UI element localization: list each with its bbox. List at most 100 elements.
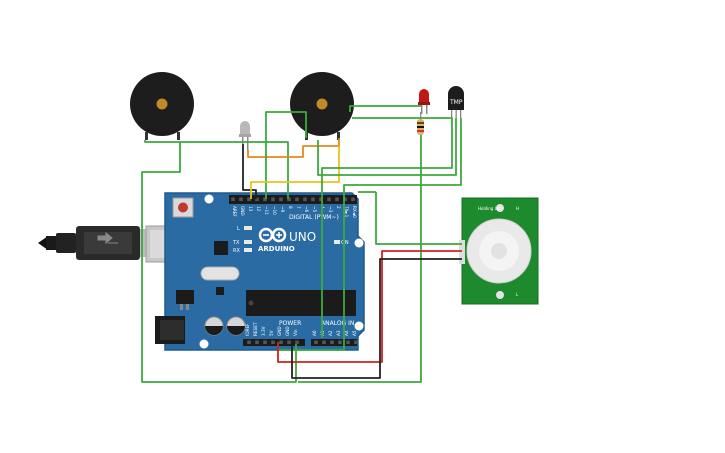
- reset-button[interactable]: [172, 197, 194, 218]
- pin-socket[interactable]: [279, 197, 283, 202]
- temperature-sensor[interactable]: TMP: [448, 86, 464, 118]
- wire-black[interactable]: [242, 144, 257, 199]
- pin-label: A3: [336, 330, 341, 336]
- brand-label: ARDUINO: [258, 245, 295, 253]
- led-gray[interactable]: [239, 121, 251, 150]
- pin-socket[interactable]: [247, 197, 251, 202]
- pin-label: Vin: [293, 329, 298, 336]
- pin-label: GND: [285, 326, 290, 336]
- rx-led-label: RX: [233, 248, 240, 254]
- piezo-buzzer-right[interactable]: [290, 72, 354, 140]
- pin-label: ~11: [264, 206, 269, 215]
- pin-socket[interactable]: [271, 340, 275, 345]
- pin-label: 12: [256, 206, 261, 212]
- pin-socket[interactable]: [295, 197, 299, 202]
- digital-pin-header: [229, 195, 357, 204]
- mounting-hole: [354, 238, 364, 248]
- mounting-hole: [354, 321, 364, 331]
- power-jack: [155, 316, 185, 344]
- on-led-label: ON: [341, 240, 349, 246]
- pin-socket[interactable]: [263, 197, 267, 202]
- tmp-label: TMP: [449, 99, 463, 106]
- mounting-hole: [199, 339, 209, 349]
- pin-label: GND: [240, 206, 245, 216]
- pin-socket[interactable]: [319, 197, 323, 202]
- wire-black[interactable]: [291, 258, 462, 379]
- pin-socket[interactable]: [295, 340, 299, 345]
- tx-led-label: TX: [232, 240, 240, 246]
- wire-green[interactable]: [265, 111, 307, 199]
- wire-green[interactable]: [298, 135, 422, 383]
- pir-label-3: L: [516, 292, 519, 297]
- mounting-hole: [204, 194, 214, 204]
- crystal-oscillator: [200, 266, 240, 281]
- pin-label: 2: [336, 206, 341, 209]
- pin-socket[interactable]: [263, 340, 267, 345]
- pin-socket[interactable]: [330, 340, 334, 345]
- wire-green[interactable]: [317, 118, 457, 176]
- wire-red[interactable]: [277, 250, 462, 363]
- pin-socket[interactable]: [279, 340, 283, 345]
- pin-socket[interactable]: [287, 340, 291, 345]
- pin-socket[interactable]: [322, 340, 326, 345]
- analog-pin-header: [311, 339, 357, 346]
- wire-green[interactable]: [321, 117, 453, 338]
- pin-socket[interactable]: [247, 340, 251, 345]
- pin-socket[interactable]: [311, 197, 315, 202]
- pin-socket[interactable]: [255, 340, 259, 345]
- pin-label: ~6: [304, 206, 309, 213]
- usb-chip: [214, 241, 228, 255]
- pir-label-1: Holding Lot: [478, 206, 501, 211]
- piezo-buzzer-left[interactable]: [130, 72, 194, 140]
- rx-led: [244, 248, 252, 252]
- power-header-label: POWER: [279, 320, 301, 327]
- pin-socket[interactable]: [231, 197, 235, 202]
- pir-label-2: H: [516, 206, 519, 211]
- pir-motion-sensor[interactable]: Holding Lot H L: [459, 197, 539, 305]
- pin-socket[interactable]: [351, 197, 355, 202]
- pin-label: ~5: [312, 206, 317, 213]
- wire-green[interactable]: [141, 140, 297, 383]
- pin-label: 7: [296, 206, 301, 209]
- pin-label: ~3: [328, 206, 333, 213]
- resistor[interactable]: [417, 112, 424, 135]
- pin-socket[interactable]: [239, 197, 243, 202]
- wire-orange[interactable]: [247, 138, 340, 158]
- led-red[interactable]: [418, 89, 430, 114]
- pin-label: RX◄0: [352, 206, 357, 218]
- pin-label: TX►1: [344, 205, 349, 218]
- pin-label: RESET: [253, 322, 258, 336]
- pin-label: AREF: [232, 206, 237, 217]
- arduino-logo: [258, 227, 287, 243]
- pin-socket[interactable]: [354, 340, 358, 345]
- capacitor: [204, 316, 224, 336]
- small-chip: [216, 287, 224, 295]
- pin-socket[interactable]: [338, 340, 342, 345]
- pin-label: IOREF: [245, 323, 250, 336]
- voltage-regulator: [176, 290, 194, 310]
- pin-socket[interactable]: [287, 197, 291, 202]
- pin-socket[interactable]: [343, 197, 347, 202]
- pin-socket[interactable]: [327, 197, 331, 202]
- pin-label: A5: [352, 330, 357, 336]
- wire-green[interactable]: [180, 141, 289, 199]
- pin-socket[interactable]: [255, 197, 259, 202]
- wire-green[interactable]: [375, 192, 462, 245]
- wire-yellow[interactable]: [250, 146, 340, 199]
- l-led-label: L: [237, 226, 240, 232]
- pin-socket[interactable]: [271, 197, 275, 202]
- pin-socket[interactable]: [303, 197, 307, 202]
- pin-label: A0: [312, 330, 317, 336]
- wires: [141, 105, 462, 383]
- l-led: [244, 226, 252, 230]
- pin-label: ~10: [272, 206, 277, 215]
- wire-green[interactable]: [349, 105, 421, 112]
- pin-label: 8: [288, 206, 293, 209]
- pin-socket[interactable]: [314, 340, 318, 345]
- pin-socket[interactable]: [335, 197, 339, 202]
- arduino-uno-board: DIGITAL (PWM~) L TX RX ON ARDUINO UNO: [155, 192, 365, 351]
- pin-socket[interactable]: [346, 340, 350, 345]
- pin-label: ~9: [280, 206, 285, 213]
